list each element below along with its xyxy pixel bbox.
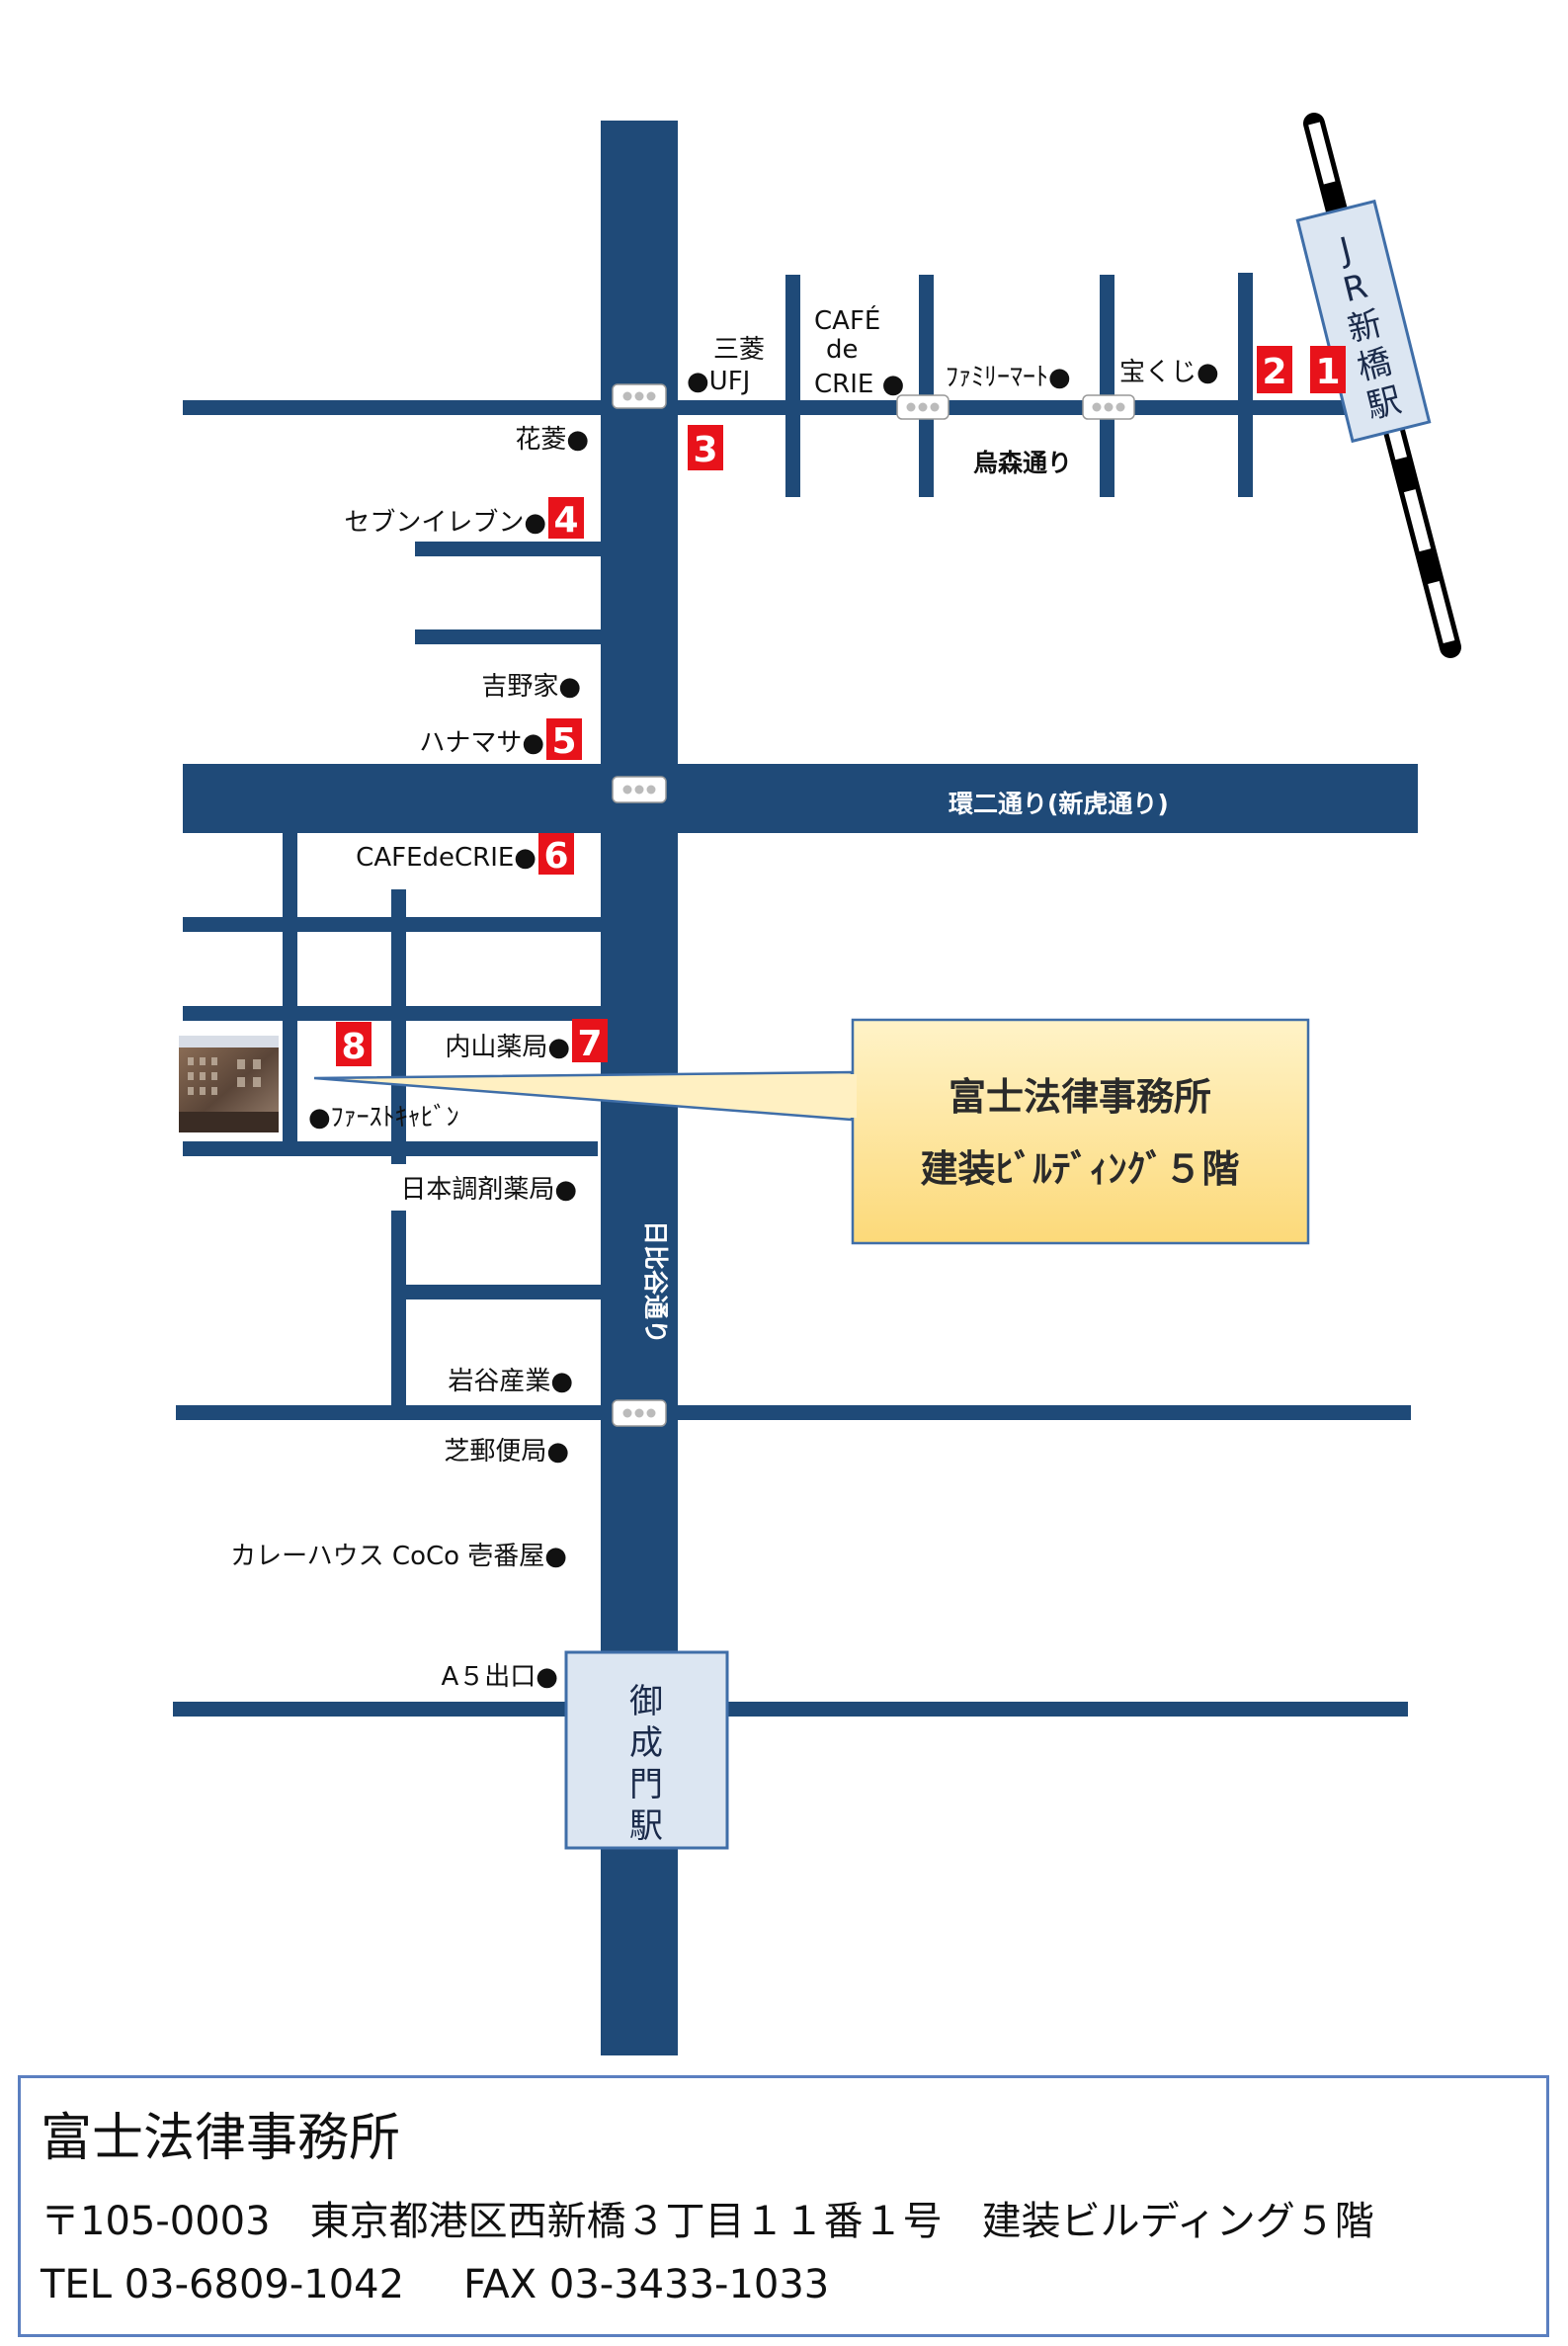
svg-text:6: 6 [543, 836, 568, 877]
road-west-h3 [183, 1141, 598, 1156]
road-side-4 [1238, 273, 1253, 497]
exit-badge-7: 7 [572, 1019, 608, 1064]
landmark-labels: 三菱 ●UFJ CAFÉ de CRIE ● ﾌｧﾐﾘｰﾏｰﾄ● 宝くじ● 花菱… [230, 304, 1219, 1692]
road-label-kanni: 環二通り(新虎通り) [949, 790, 1169, 818]
station-char: 成 [629, 1723, 663, 1763]
road-label-karasumori: 烏森通り [973, 449, 1072, 477]
road-lower-2 [173, 1702, 1408, 1717]
road-karasumori-west [183, 400, 601, 415]
svg-text:1: 1 [1315, 352, 1340, 392]
landmark-yoshinoya: 吉野家● [481, 672, 581, 702]
crosswalk-icon [612, 776, 667, 803]
crosswalk-icon [612, 1399, 667, 1427]
landmark-cafe-de: de [826, 335, 859, 365]
crosswalk-icon [896, 394, 949, 420]
contact-info-box: 富士法律事務所 〒105-0003 東京都港区西新橋３丁目１１番１号 建装ビルデ… [18, 2075, 1549, 2337]
firm-name: 富士法律事務所 [41, 2109, 401, 2168]
landmark-mitsubishi: 三菱 [713, 335, 765, 365]
callout-box [851, 1018, 1310, 1245]
landmark-familymart: ﾌｧﾐﾘｰﾏｰﾄ● [946, 363, 1071, 392]
jr-shimbashi-station: J R 新 橋 駅 [1295, 199, 1432, 444]
road-network [173, 121, 1418, 2055]
svg-text:8: 8 [341, 1027, 366, 1067]
exit-badge-1: 1 [1310, 346, 1346, 393]
road-west-v2b [391, 1211, 406, 1408]
landmark-coco: カレーハウス CoCo 壱番屋● [230, 1542, 567, 1571]
onarimon-station: 御 成 門 駅 [564, 1650, 729, 1850]
road-west-h2 [183, 1006, 601, 1021]
road-kanni-dori [183, 764, 1418, 833]
landmark-takarakuji: 宝くじ● [1119, 358, 1219, 387]
road-west-2 [415, 629, 601, 644]
exit-badges: 1 2 3 4 5 6 7 8 [336, 346, 1346, 1067]
landmark-iwatani: 岩谷産業● [448, 1367, 573, 1396]
exit-badge-5: 5 [546, 718, 582, 762]
landmark-a5-exit: A５出口● [442, 1662, 558, 1692]
station-char: 駅 [629, 1806, 663, 1846]
station-char: 御 [629, 1682, 663, 1721]
road-west-1 [415, 542, 601, 556]
exit-badge-2: 2 [1257, 346, 1292, 393]
callout-firm-name: 富士法律事務所 [949, 1075, 1211, 1119]
road-side-2 [919, 275, 934, 497]
svg-text:4: 4 [553, 500, 578, 541]
landmark-cafedecrie: CAFEdeCRIE● [356, 843, 536, 873]
svg-text:7: 7 [577, 1024, 602, 1064]
road-west-h1 [183, 917, 601, 932]
landmark-uchiyama: 内山薬局● [445, 1033, 570, 1062]
exit-badge-3: 3 [688, 425, 723, 470]
landmark-hanamasa: ハナマサ● [419, 728, 544, 758]
callout-building-floor: 建装ﾋﾞﾙﾃﾞｨﾝｸﾞ５階 [920, 1147, 1239, 1191]
landmark-seven-eleven: セブンイレブン● [344, 508, 546, 538]
road-west-h4 [405, 1285, 601, 1299]
landmark-nihon-chozai: 日本調剤薬局● [400, 1175, 577, 1205]
landmark-cafe: CAFÉ [814, 304, 880, 336]
building-photo [179, 1036, 279, 1132]
road-karasumori-east [678, 400, 1354, 415]
landmark-cafe-crie: CRIE ● [814, 370, 904, 399]
road-label-hibiya: 日比谷通り [641, 1220, 670, 1344]
landmark-hanabishi: 花菱● [515, 425, 589, 455]
road-side-3 [1100, 275, 1114, 497]
exit-badge-4: 4 [548, 497, 584, 541]
landmark-first-cabin: ●ﾌｧｰｽﾄｷｬﾋﾞﾝ [308, 1103, 459, 1132]
road-lower-1 [176, 1405, 1411, 1420]
exit-badge-8: 8 [336, 1022, 371, 1067]
road-west-v1 [283, 833, 297, 1141]
tel-number: TEL 03-6809-1042 [41, 2262, 405, 2307]
crosswalk-icon [1082, 394, 1135, 420]
landmark-mitsubishi-ufj: ●UFJ [687, 367, 750, 396]
crosswalk-marks [612, 383, 1135, 1427]
svg-text:3: 3 [693, 430, 717, 470]
station-char: 門 [629, 1765, 663, 1804]
svg-text:5: 5 [551, 721, 576, 762]
exit-badge-6: 6 [538, 833, 574, 877]
road-side-1 [785, 275, 800, 497]
fax-number: FAX 03-3433-1033 [463, 2262, 830, 2307]
area-map: J R 新 橋 駅 御 成 門 駅 烏森通り 環二通り(新虎通り) 日比谷通り … [173, 113, 1461, 2055]
road-west-v2 [391, 889, 406, 1164]
svg-text:2: 2 [1262, 352, 1286, 392]
landmark-shiba-post: 芝郵便局● [444, 1437, 569, 1466]
crosswalk-icon [612, 383, 667, 409]
address: 〒105-0003 東京都港区西新橋３丁目１１番１号 建装ビルディング５階 [41, 2199, 1374, 2244]
phone-fax-line: TEL 03-6809-1042 FAX 03-3433-1033 [41, 2262, 829, 2307]
